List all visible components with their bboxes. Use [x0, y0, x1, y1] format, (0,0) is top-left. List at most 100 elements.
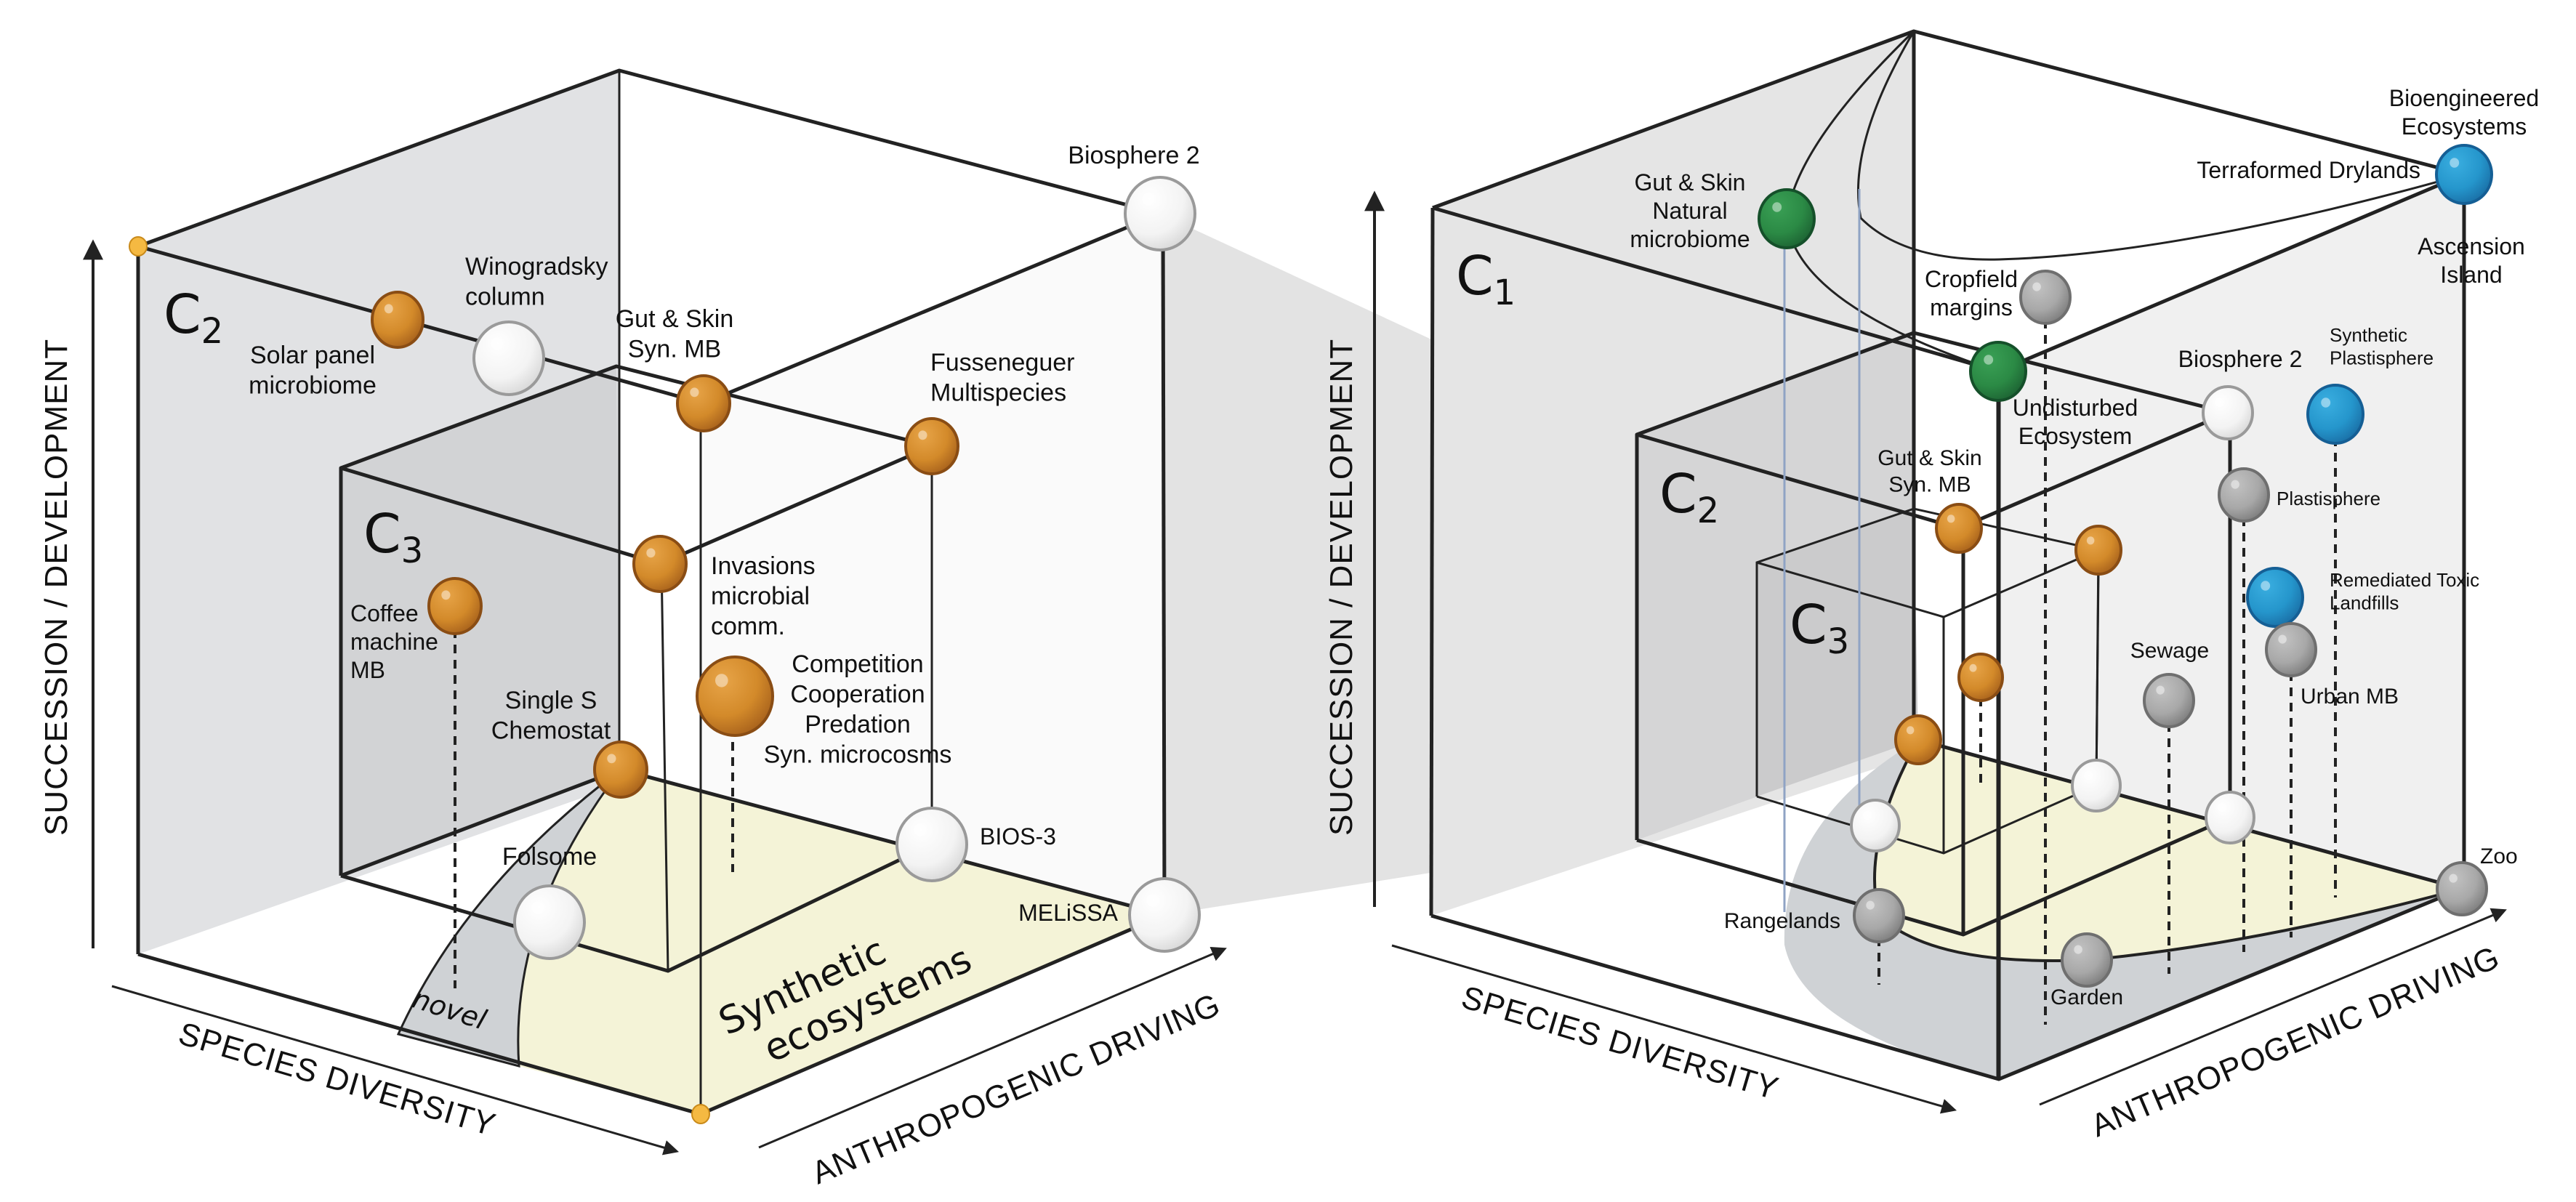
point-white-floor-c — [1850, 799, 1901, 852]
label-line: Syn. microcosms — [764, 741, 952, 768]
right-panel: SUCCESSION / DEVELOPMENT SPECIES DIVERSI… — [1324, 29, 2539, 1144]
label-line: Urban MB — [2301, 685, 2399, 709]
label-line: MELiSSA — [1018, 900, 1119, 926]
orange-sphere-marker — [904, 417, 959, 475]
c2r-top-right — [1958, 411, 2229, 531]
point-plastisphere: Plastisphere — [2218, 467, 2380, 523]
label-line: Undisturbed — [2013, 395, 2138, 421]
label-line: microbial — [711, 582, 810, 610]
label-line: Winogradsky — [465, 253, 608, 281]
orange-sphere-marker — [593, 741, 648, 799]
point-label-biosphere-2-r: Biosphere 2 — [2178, 346, 2303, 372]
floor-back-edge — [620, 767, 1165, 917]
white-sphere-marker — [472, 320, 545, 396]
sphere-highlight — [1906, 726, 1915, 735]
point-biosphere-2-r: Biosphere 2 — [2178, 346, 2303, 440]
point-bios-3: BIOS-3 — [895, 807, 1056, 882]
sphere-highlight — [441, 590, 451, 600]
label-line: machine — [350, 629, 438, 655]
point-melissa: MELiSSA — [1018, 877, 1201, 953]
label-line: Zoo — [2480, 844, 2518, 868]
sphere-highlight — [918, 430, 927, 440]
sphere-highlight — [2217, 803, 2226, 812]
point-folsome: Folsome — [502, 843, 597, 960]
label-line: Invasions — [711, 552, 816, 580]
axis-y-label: SUCCESSION / DEVELOPMENT — [39, 339, 74, 836]
c3-front-vertical — [660, 563, 669, 972]
point-label-zoo: Zoo — [2480, 844, 2518, 868]
label-line: Plastisphere — [2277, 488, 2380, 509]
label-line: microbiome — [1630, 226, 1750, 252]
axis-z-arrow-right — [2039, 908, 2507, 1106]
sphere-highlight — [1947, 515, 1955, 523]
label-line: Solar panel — [250, 342, 375, 369]
c3r-edges — [1755, 507, 2099, 796]
sphere-highlight — [1772, 202, 1782, 212]
sphere-highlight — [2086, 536, 2095, 545]
label-line: Coffee — [350, 600, 419, 626]
blue-sphere-marker — [2435, 144, 2493, 205]
cube-label-c3-left: C3 — [363, 503, 423, 571]
label-line: Terraformed Drylands — [2197, 157, 2420, 183]
point-label-melissa: MELiSSA — [1018, 900, 1119, 926]
label-line: Single S — [505, 687, 597, 714]
label-line: Folsome — [502, 843, 597, 871]
label-line: Chemostat — [491, 717, 611, 744]
cube-label-c2-right: C2 — [1659, 463, 1719, 531]
label-line: Bioengineered — [2389, 85, 2539, 111]
c2-right-vertical — [1161, 213, 1167, 916]
label-line: Gut & Skin — [1877, 446, 1981, 470]
point-white-floor-b — [2205, 791, 2255, 844]
point-sewage: Sewage — [2130, 639, 2209, 728]
point-label-sewage: Sewage — [2130, 639, 2209, 663]
point-label-bios-3: BIOS-3 — [980, 823, 1056, 850]
label-line: Gut & Skin — [1635, 169, 1746, 195]
point-chemostat: Single S Chemostat — [491, 687, 648, 799]
label-line: comm. — [711, 613, 785, 640]
point-label-terraformed: Terraformed Drylands — [2197, 157, 2420, 183]
point-terraformed: Terraformed Drylands — [2197, 157, 2420, 183]
cube-label-c3-right: C3 — [1790, 594, 1849, 662]
label-line: Garden — [2050, 985, 2123, 1009]
label-line: Synthetic — [2330, 324, 2407, 346]
floor-back-edge-right — [1917, 738, 2463, 891]
label-line: Fusseneguer — [930, 349, 1074, 376]
label-line: Multispecies — [930, 379, 1066, 406]
sphere-highlight — [2156, 685, 2165, 695]
sphere-highlight — [2231, 480, 2239, 489]
label-line: margins — [1930, 294, 2013, 320]
corner-dot-bottom — [691, 1104, 710, 1124]
c2-front-top-right — [703, 211, 1161, 406]
curve-bio-link — [1997, 173, 2465, 373]
point-label-rangelands: Rangelands — [1724, 909, 1840, 933]
sphere-highlight — [646, 548, 656, 558]
blue-sphere-marker — [2306, 384, 2364, 445]
point-label-garden: Garden — [2050, 985, 2123, 1009]
cube-label-c1: C1 — [1456, 245, 1516, 313]
sphere-highlight — [491, 337, 503, 350]
point-biosphere-2: Biosphere 2 — [1068, 142, 1200, 251]
point-label-plastisphere: Plastisphere — [2277, 488, 2380, 509]
c1-front-top — [1432, 206, 1999, 374]
point-white-floor-a — [2071, 759, 2122, 812]
label-line: Biosphere 2 — [2178, 346, 2303, 372]
grey-sphere-marker — [2019, 270, 2072, 325]
natural-region — [1784, 740, 2462, 1079]
sphere-highlight — [2032, 282, 2041, 291]
sphere-highlight — [1146, 894, 1159, 907]
c3-top-front — [340, 466, 661, 566]
point-label-chemostat: Single S Chemostat — [491, 687, 611, 744]
orange-sphere-marker — [632, 535, 688, 593]
grey-sphere-marker — [2218, 467, 2270, 523]
